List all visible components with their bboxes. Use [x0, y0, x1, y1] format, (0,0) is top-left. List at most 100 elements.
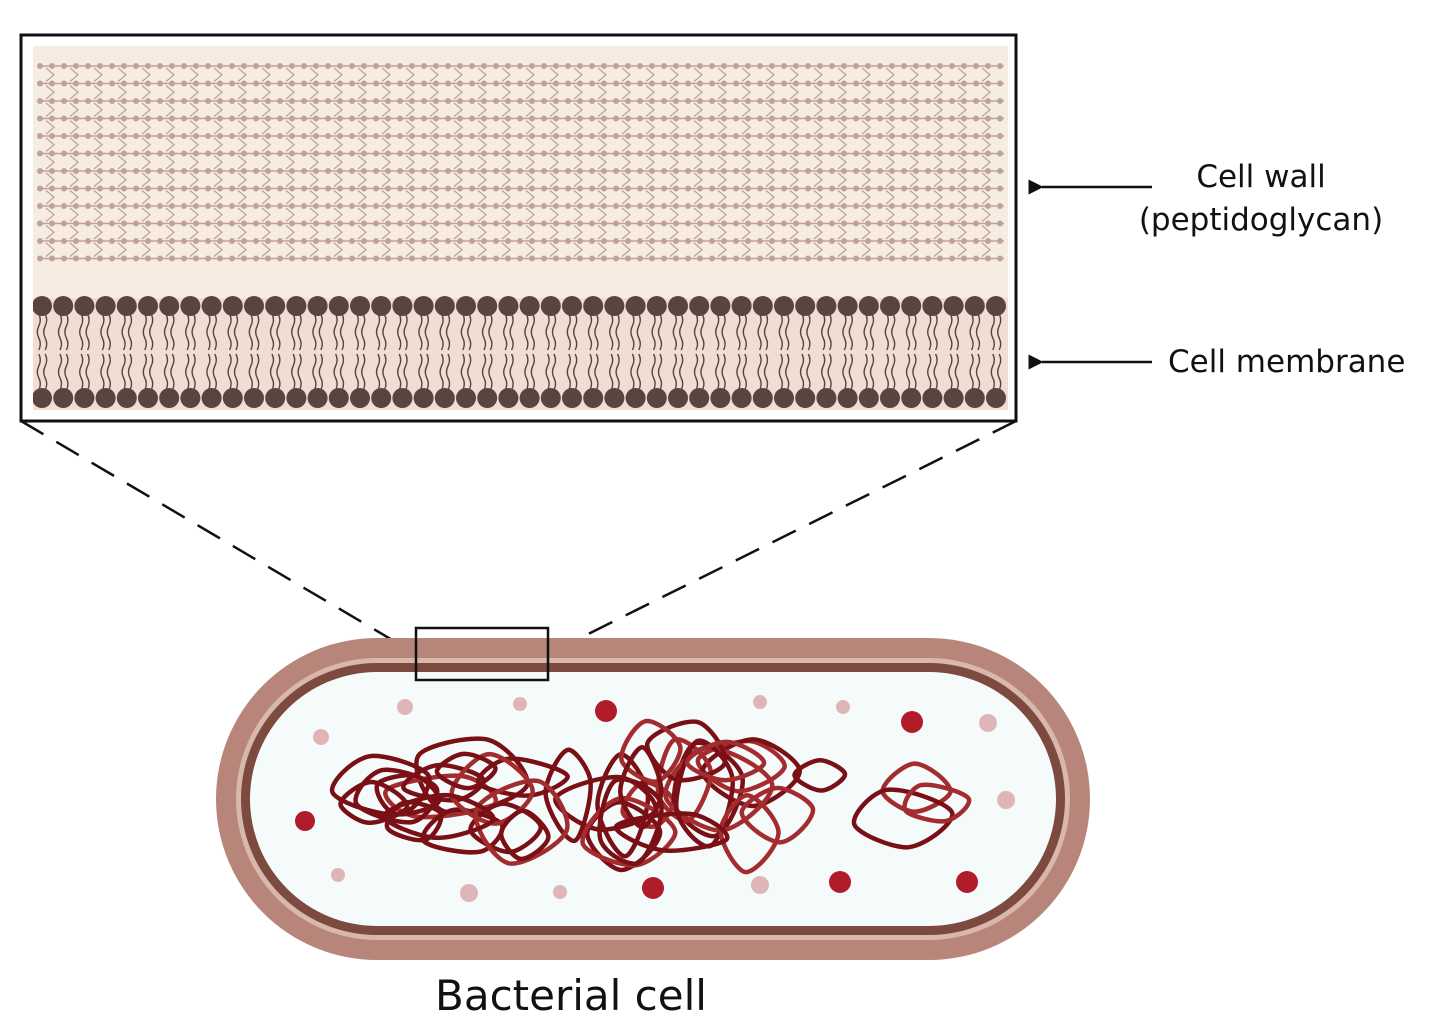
glycan-bead — [181, 80, 187, 87]
phospholipid-head — [392, 296, 413, 316]
lipid-tail — [551, 353, 557, 391]
glycan-bead — [745, 80, 751, 87]
glycan-bead — [217, 98, 223, 104]
glycan-bead — [37, 98, 43, 104]
lipid-tail — [269, 313, 275, 351]
peptide-crosslink — [861, 137, 872, 152]
glycan-bead — [313, 185, 319, 192]
peptide-crosslink — [141, 137, 152, 152]
glycan-bead — [493, 63, 499, 69]
glycan-bead — [193, 238, 199, 244]
lipid-tail — [679, 353, 684, 391]
glycan-bead — [361, 98, 367, 104]
lipid-tail — [594, 313, 599, 351]
peptide-crosslink — [837, 172, 848, 187]
peptide-crosslink — [141, 190, 152, 205]
lipid-tail — [163, 353, 169, 391]
glycan-bead — [613, 220, 619, 227]
phospholipid-head — [880, 296, 900, 316]
peptide-crosslink — [669, 242, 680, 257]
glycan-bead — [469, 150, 475, 157]
glycan-bead — [853, 255, 859, 262]
lipid-tail — [566, 353, 571, 391]
glycan-bead — [685, 185, 691, 192]
peptide-crosslink — [693, 225, 704, 240]
lipid-tail — [248, 353, 253, 391]
glycan-bead — [265, 168, 271, 174]
glycan-bead — [109, 185, 115, 192]
lipid-tail — [721, 313, 726, 351]
peptide-crosslink — [165, 137, 176, 152]
glycan-bead — [733, 115, 739, 122]
glycan-bead — [97, 220, 103, 227]
glycan-bead — [217, 168, 223, 174]
peptide-crosslink — [381, 190, 392, 205]
peptide-crosslink — [93, 190, 104, 205]
glycan-bead — [37, 220, 43, 227]
phospholipid-head — [307, 296, 328, 316]
peptide-crosslink — [189, 137, 200, 152]
glycan-bead — [781, 238, 787, 244]
lipid-tail — [397, 313, 402, 351]
glycan-bead — [577, 168, 583, 174]
lipid-tail — [333, 313, 338, 351]
glycan-bead — [493, 238, 499, 244]
peptide-crosslink — [429, 190, 440, 205]
glycan-bead — [697, 63, 703, 69]
glycan-bead — [913, 185, 919, 192]
glycan-bead — [109, 255, 115, 262]
lipid-tail — [424, 353, 429, 391]
phospholipid-head — [901, 296, 922, 316]
glycan-bead — [745, 168, 751, 174]
glycan-bead — [349, 238, 355, 244]
glycan-bead — [757, 133, 763, 139]
peptide-crosslink — [933, 120, 944, 135]
peptide-crosslink — [501, 102, 512, 117]
glycan-bead — [469, 115, 475, 122]
peptide-crosslink — [549, 172, 560, 187]
glycan-bead — [769, 150, 775, 157]
glycan-bead — [853, 185, 859, 192]
glycan-bead — [973, 63, 979, 69]
glycan-bead — [133, 168, 139, 174]
glycan-bead — [877, 133, 883, 139]
glycan-bead — [805, 63, 811, 69]
glycan-bead — [865, 238, 871, 244]
glycan-bead — [553, 133, 559, 139]
peptide-crosslink — [765, 67, 776, 82]
peptide-crosslink — [837, 207, 848, 222]
glycan-bead — [553, 80, 559, 87]
glycan-bead — [433, 98, 439, 104]
glycan-bead — [157, 238, 163, 244]
glycan-bead — [277, 238, 283, 244]
peptide-crosslink — [405, 102, 416, 117]
glycan-bead — [409, 98, 415, 104]
lipid-tail — [445, 353, 451, 391]
glycan-bead — [337, 255, 343, 262]
lipid-tail — [715, 353, 720, 391]
peptide-crosslink — [621, 102, 632, 117]
glycan-bead — [433, 255, 439, 262]
glycan-bead — [85, 238, 91, 244]
dna-loop — [580, 795, 678, 868]
glycan-bead — [565, 98, 571, 104]
peptide-crosslink — [597, 242, 608, 257]
glycan-bead — [913, 255, 919, 262]
glycan-bead — [997, 220, 1003, 227]
glycan-bead — [529, 203, 535, 209]
glycan-bead — [421, 168, 427, 174]
peptide-crosslink — [597, 120, 608, 135]
glycan-bead — [589, 238, 595, 244]
peptide-crosslink — [93, 102, 104, 117]
peptide-crosslink — [477, 137, 488, 152]
peptide-crosslink — [501, 137, 512, 152]
glycan-bead — [493, 203, 499, 209]
lipid-tail — [375, 353, 381, 391]
peptide-crosslink — [93, 172, 104, 187]
lipid-tail — [948, 313, 953, 351]
peptide-crosslink — [501, 120, 512, 135]
peptide-crosslink — [381, 120, 392, 135]
glycan-bead — [685, 220, 691, 227]
lipid-tail — [587, 313, 593, 351]
ribosome — [836, 700, 850, 714]
